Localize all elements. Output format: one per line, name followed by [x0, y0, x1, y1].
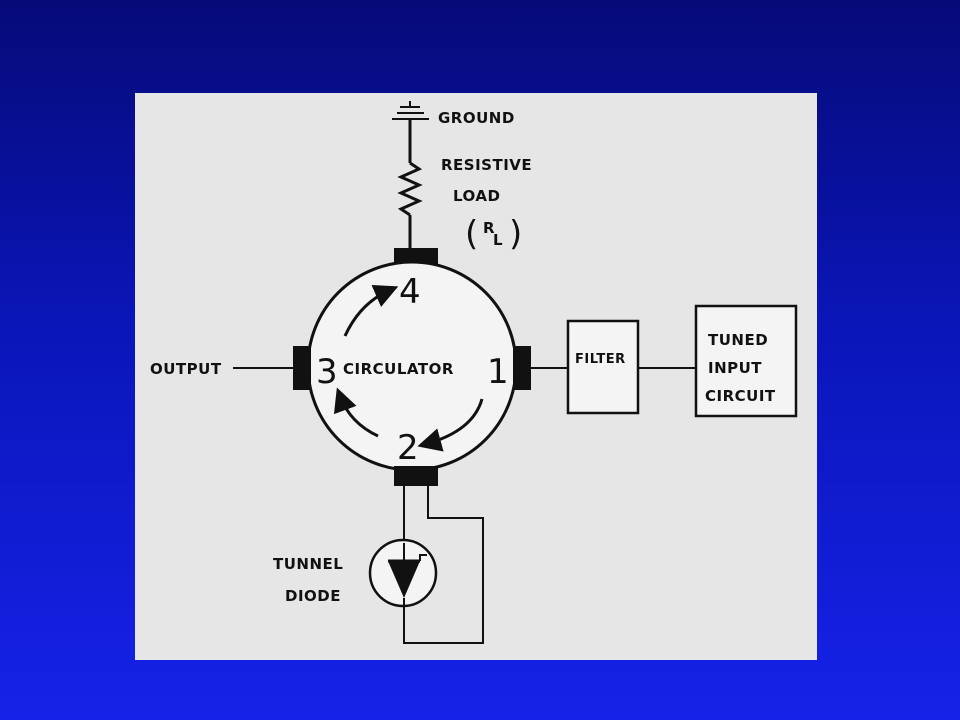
diode-label: DIODE — [285, 587, 341, 605]
arrow-3-to-4 — [343, 284, 399, 337]
svg-text:(: ( — [465, 214, 478, 254]
rl-label: ( R L ) — [465, 214, 522, 254]
tuned-label: TUNED — [708, 331, 768, 349]
wire-diode-return — [403, 486, 484, 644]
port3-flange — [293, 346, 311, 390]
resistive-label: RESISTIVE — [441, 156, 532, 174]
port2-flange — [394, 466, 438, 486]
tuned-input-box — [694, 304, 798, 418]
input-label: INPUT — [708, 359, 762, 377]
port1-flange — [513, 346, 531, 390]
ground-symbol — [392, 101, 429, 120]
port-2-number: 2 — [397, 428, 419, 468]
tunnel-label: TUNNEL — [273, 555, 343, 573]
circulator-diagram: GROUND RESISTIVE LOAD ( R L ) 4 3 1 2 CI… — [150, 101, 798, 644]
arrow-2-to-3 — [333, 387, 379, 438]
arrow-1-to-2 — [417, 398, 484, 452]
filter-box — [566, 319, 640, 415]
port-1-number: 1 — [487, 352, 509, 392]
svg-text:): ) — [509, 214, 522, 254]
port-3-number: 3 — [316, 352, 338, 392]
resistor-symbol — [397, 161, 423, 217]
output-label: OUTPUT — [150, 360, 222, 378]
ground-label: GROUND — [438, 109, 515, 127]
diagram-frame: GROUND RESISTIVE LOAD ( R L ) 4 3 1 2 CI… — [135, 93, 817, 660]
filter-label: FILTER — [575, 352, 626, 367]
circulator-label: CIRCULATOR — [343, 360, 454, 378]
load-label: LOAD — [453, 187, 500, 205]
circuit-label: CIRCUIT — [705, 387, 776, 405]
port-4-number: 4 — [399, 272, 421, 312]
rl-sub: L — [493, 231, 503, 249]
tunnel-diode-symbol — [368, 538, 438, 613]
rl-r: R — [483, 219, 495, 237]
